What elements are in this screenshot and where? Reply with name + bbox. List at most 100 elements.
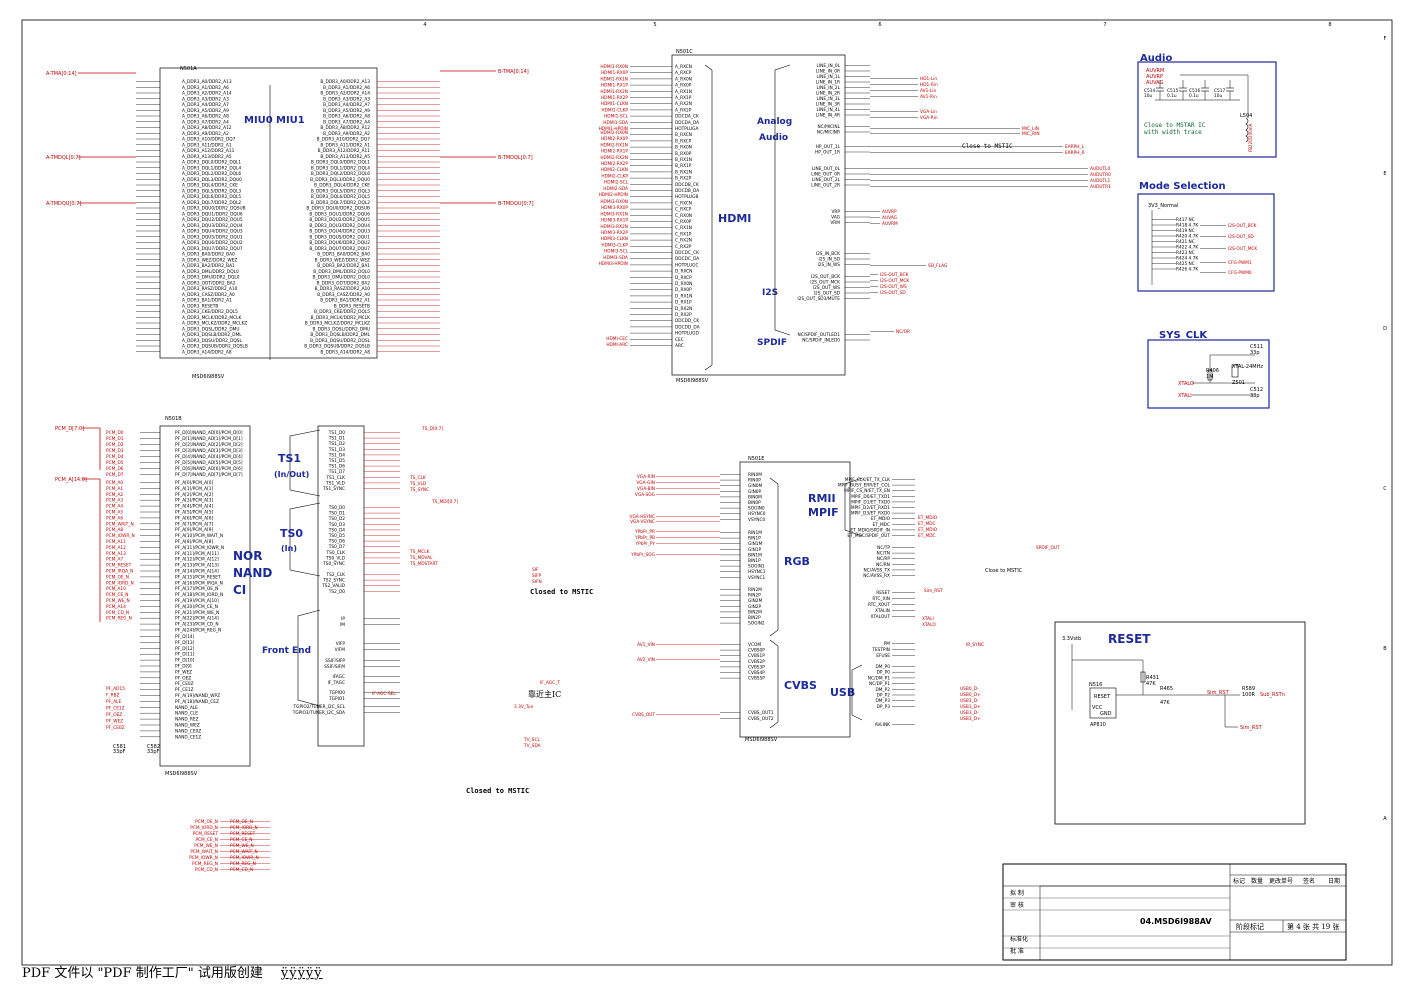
miu-pin-b: B_DDR3_RESETB bbox=[334, 303, 370, 309]
rgb-pin-r: XTALIN bbox=[875, 608, 890, 614]
hdmi-chip-name: MSD6I988SV bbox=[676, 378, 709, 384]
hdmi-pin: A_RXCN bbox=[675, 64, 692, 70]
hdmi-pin: C_RX2N bbox=[675, 238, 692, 244]
miu-chip-outline bbox=[159, 67, 378, 359]
miu-pin-b: B_DDR3_A3/DDR2_A3 bbox=[323, 96, 370, 102]
hdmi-pin-r: LINE_OUT_2L bbox=[812, 177, 841, 183]
nand-pin: PF_A[14]/PCM_A[14] bbox=[175, 569, 219, 575]
rgb-pin-r: EFUSE bbox=[876, 653, 890, 659]
rgb-net-r: ET_MDIO bbox=[918, 527, 938, 533]
frontend-block: TS1 (In/Out) TS0 (In) Front End TS1_D0TS… bbox=[262, 425, 593, 795]
nand-pin: NAND_CE1Z bbox=[175, 734, 201, 740]
reset-frame bbox=[1054, 621, 1306, 825]
hdmi-net-r: EARPH_R bbox=[1065, 150, 1085, 156]
reset-block: RESET 3.3Vstb N516 RESET VCC GND AP810 R… bbox=[1054, 621, 1306, 825]
nand-c581-val: 33pF bbox=[113, 749, 126, 755]
fe-net: TS_MCLK bbox=[409, 549, 430, 555]
nand-net: F_RBZ bbox=[106, 693, 120, 699]
rgb-net-r: ET_MDIO bbox=[918, 515, 938, 521]
nand-pin: PF_A[3]/PCM_A[3] bbox=[175, 498, 213, 504]
nand-c581: C581 bbox=[113, 744, 126, 750]
nand-pin: PF_A[18]/NAND_CEZ bbox=[175, 699, 219, 705]
fe-net: IF-AGC-SEL bbox=[372, 691, 396, 697]
hdmi-pin-r: I2S_OUT_BCK bbox=[811, 274, 840, 280]
audio-net-auvrp: AUVRP bbox=[1146, 74, 1163, 80]
zone-top-5: 5 bbox=[653, 22, 656, 28]
hdmi-pin: C_RXCP bbox=[675, 207, 692, 213]
miu-pin-a: A_DDR3_DQU6/DDR2_DQU2 bbox=[182, 240, 243, 246]
fe-pin: TS0_D7 bbox=[328, 544, 346, 550]
hdmi-pins-right: LINE_IN_0LLINE_IN_0RLINE_IN_1LLINE_IN_1R… bbox=[797, 63, 870, 344]
hdmi-chip-outline bbox=[671, 54, 846, 376]
miu-pin-a: A_DDR3_A8/DDR2_A12 bbox=[182, 125, 232, 131]
nand-c582-val: 33pF bbox=[147, 749, 160, 755]
miu-pin-b: B_DDR3_DQL6/DDR2_DQL5 bbox=[311, 194, 370, 200]
sys-clk-block: SYS_CLK XTALO XTALI C511 33p C512 33p R4… bbox=[1147, 330, 1270, 409]
i2s-label: I2S bbox=[762, 288, 778, 298]
nand-pin: PF_A[8]/PCM_A[8] bbox=[175, 539, 213, 545]
rgb-pin: BIN1P bbox=[748, 558, 761, 564]
hdmi-pin: D_RXCP bbox=[675, 275, 692, 281]
miu-pin-b: B_DDR3_A10/DDR2_DQ7 bbox=[317, 137, 371, 143]
hdmi-pin: D_RX2N bbox=[675, 306, 692, 312]
audio-cap-ref: C514 bbox=[1144, 88, 1155, 94]
miu-pin-a: A_DDR3_CKE/DDR2_DQL5 bbox=[182, 309, 238, 315]
nand-bus-d: PCM_D[7:0] bbox=[55, 426, 84, 432]
fe-pin: VIFM bbox=[335, 647, 346, 653]
miu-pin-a: A_DDR3_A10/DDR2_DQ7 bbox=[182, 137, 236, 143]
reset-net-sim: Sim_RST bbox=[1207, 690, 1230, 696]
nand-list-item: PCM_WE_N bbox=[194, 843, 218, 849]
fe-net: TS_D[0:7] bbox=[421, 426, 443, 432]
fe-net: TV_SCL bbox=[523, 737, 540, 743]
rgb-pin-r: NC/DP_P1 bbox=[869, 681, 890, 687]
nand-bus-a: PCM_A[14:0] bbox=[55, 477, 87, 483]
fe-note-1: Closed to MSTIC bbox=[530, 588, 593, 596]
hdmi-pin-r: LINE_IN_3L bbox=[817, 96, 841, 102]
sysclk-c2-val: 33p bbox=[1250, 393, 1260, 399]
rgb-pin-r: MPIF_D3/ET_RXD0 bbox=[851, 511, 890, 517]
nand-pin: NAND_REZ bbox=[175, 717, 199, 723]
hdmi-pin-r: NC/MICINR bbox=[817, 130, 840, 136]
nand-net: PCM_A0 bbox=[106, 480, 123, 486]
miu-pin-a: A_DDR3_ODT/DDR2_BA2 bbox=[182, 280, 236, 286]
nand-net: PCM_A6 bbox=[106, 515, 123, 521]
miu-pin-b: B_DDR3_DQU6/DDR2_DQU2 bbox=[309, 240, 370, 246]
fe-net: TS_MDI[0:7] bbox=[431, 499, 458, 505]
nand-chip-outline bbox=[159, 425, 251, 767]
hdmi-pin-r: LINE_IN_1L bbox=[817, 74, 841, 80]
rgb-net-r: USB0_D- bbox=[960, 686, 979, 692]
sysclk-xtal: Z501 bbox=[1232, 380, 1245, 386]
rgb-pin: GIN1P bbox=[748, 547, 762, 553]
hdmi-net: HDMI2-RX2N bbox=[600, 155, 628, 161]
miu-pin-b: B_DDR3_A11/DDR2_A1 bbox=[320, 142, 370, 148]
frontend-nets: TS_D[0:7]TS_CLKTS_VLDTS_SYNCTS_MDI[0:7]T… bbox=[372, 426, 560, 749]
hdmi-pin-r: VRM bbox=[830, 220, 840, 226]
hdmi-net-r: AUDUTL1 bbox=[1090, 178, 1111, 184]
hdmi-net: HDMI3-RX1N bbox=[600, 211, 628, 217]
rgb-pin: CVBS5P bbox=[748, 676, 765, 682]
rgb-chip-name: MSD6I988SV bbox=[745, 737, 778, 743]
nand-pin: PF_A[7]/PCM_A[7] bbox=[175, 521, 213, 527]
nand-list-item: PCM_OE_N bbox=[195, 819, 218, 825]
miu-pin-b: B_DDR3_MCLK/DDR2_MCLK bbox=[311, 315, 371, 321]
mode-net: CFG-PWM1 bbox=[1228, 260, 1252, 266]
hdmi-pin: DDCDA_DA bbox=[675, 120, 699, 126]
rgb-pin-r: RTC_XOUT bbox=[868, 602, 890, 608]
nand-net: PCM_D7 bbox=[106, 472, 124, 478]
nand-pin: PF_A[22]/PCM_A[14] bbox=[175, 616, 219, 622]
rmii-label: RMII bbox=[808, 492, 836, 505]
miu-pin-b: B_DDR3_A12/DDR2_A11 bbox=[318, 148, 371, 154]
reset-title: RESET bbox=[1108, 632, 1151, 646]
hdmi-pin: DDCDC_DA bbox=[675, 256, 699, 262]
nand-c582: C582 bbox=[147, 744, 160, 750]
hdmi-net: HDMI2-RX0P bbox=[601, 136, 628, 142]
hdmi-net-r: AV1-Lin bbox=[920, 88, 936, 94]
rgb-net-r: USB1_D+ bbox=[960, 704, 981, 710]
pdf-footer-link[interactable]: ÿÿÿÿÿ bbox=[280, 966, 323, 981]
fe-pin: IP bbox=[341, 616, 345, 622]
fe-net: 3.3V_Tun bbox=[514, 704, 534, 710]
fe-net: TV_SDA bbox=[523, 743, 541, 749]
hdmi-pin-r: I2S_OUT_SD3/MUTE bbox=[797, 296, 840, 302]
fe-pin: TGPIO2/TUNER_I2C_SCL bbox=[293, 704, 346, 710]
